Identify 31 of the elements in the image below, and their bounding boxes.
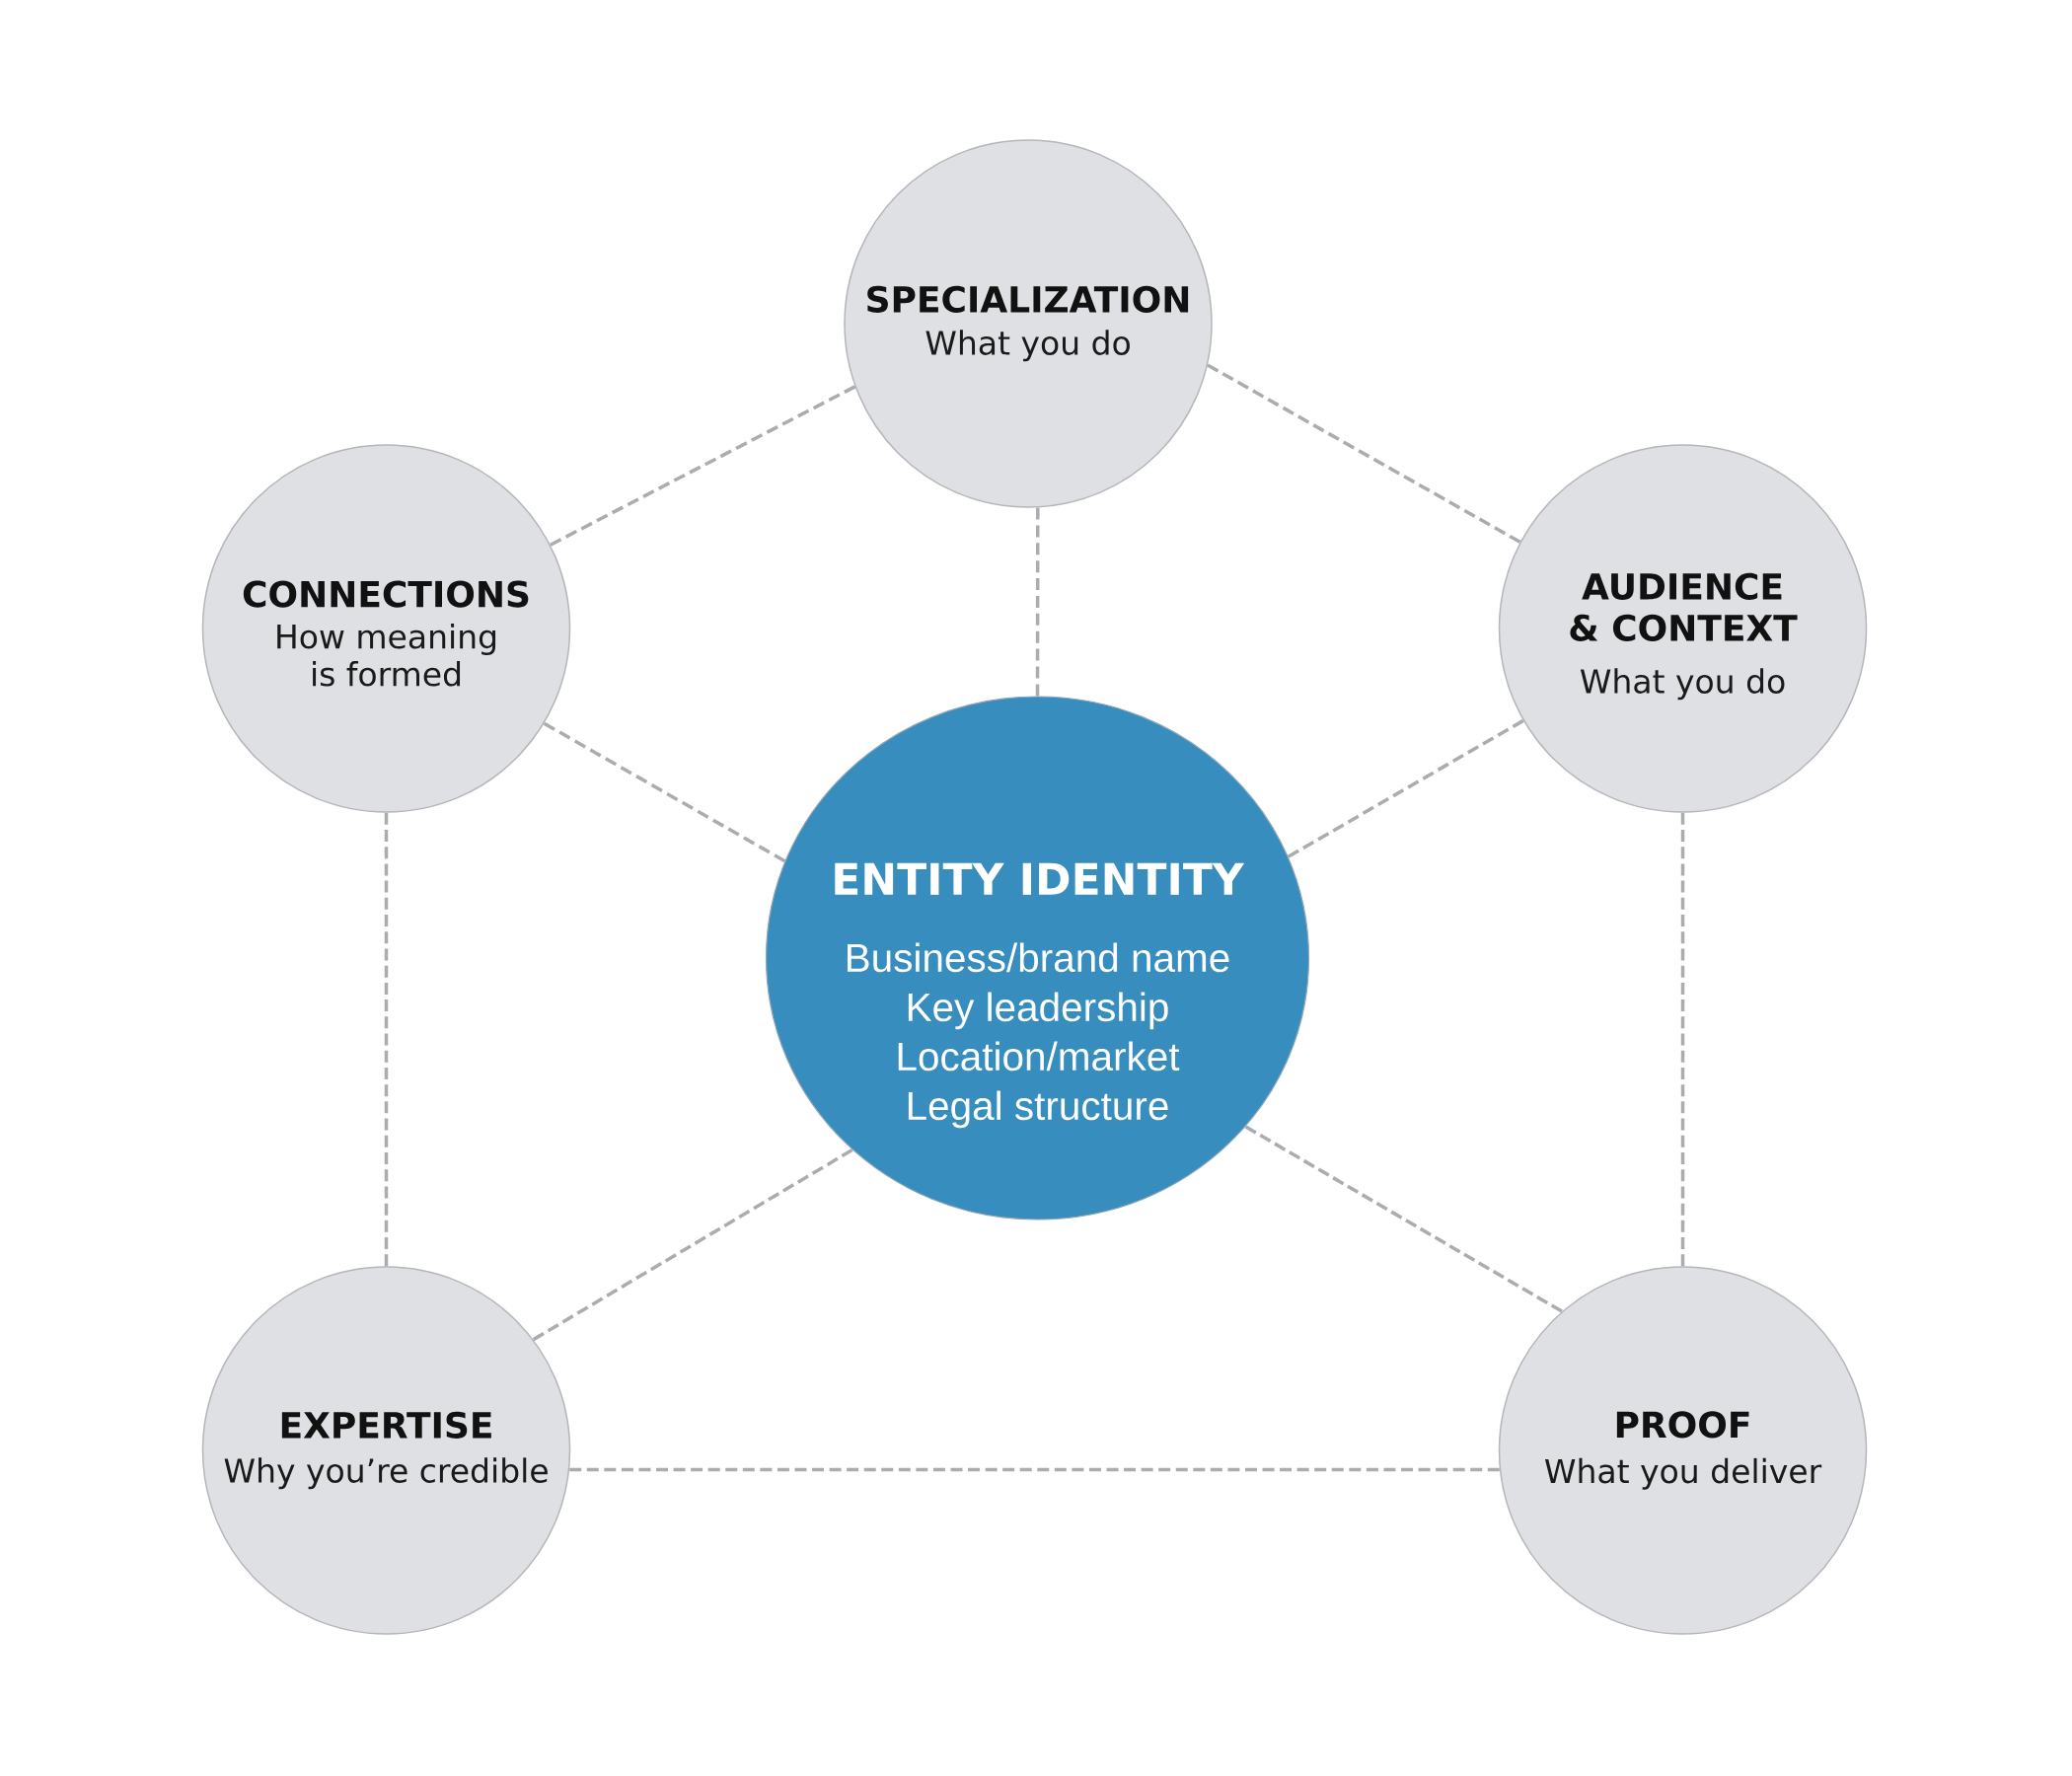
connector-line bbox=[543, 721, 786, 863]
central-circle bbox=[765, 696, 1310, 1221]
connector-line bbox=[1287, 718, 1524, 858]
list-item: Business/brand name bbox=[848, 942, 1229, 973]
circle-subtitle: Why you’re credible bbox=[224, 1457, 548, 1490]
connector-line bbox=[1680, 812, 1685, 1267]
circle-heading: ENTITY IDENTITY bbox=[835, 862, 1245, 895]
circle-subtitle: How meaning is formed bbox=[277, 624, 496, 687]
connector-line bbox=[1035, 507, 1040, 697]
topic-circle bbox=[1498, 444, 1868, 813]
connector-line bbox=[569, 1467, 1500, 1472]
circle-heading: AUDIENCE & CONTEXT bbox=[1570, 572, 1798, 641]
connector-line bbox=[384, 812, 389, 1267]
circle-heading: EXPERTISE bbox=[281, 1411, 491, 1439]
list-item: Key leadership bbox=[908, 992, 1168, 1030]
topic-circle bbox=[201, 1266, 571, 1635]
connector-line bbox=[1207, 363, 1521, 544]
connector-line bbox=[532, 1147, 853, 1342]
list-item: Location/market bbox=[898, 1041, 1180, 1072]
circle-subtitle: What you do bbox=[1580, 668, 1785, 701]
connector-line bbox=[1244, 1125, 1563, 1313]
circle-heading: PROOF bbox=[1616, 1411, 1749, 1439]
topic-circle bbox=[201, 444, 571, 813]
list-item: Legal structure bbox=[908, 1090, 1168, 1129]
topic-circle bbox=[1498, 1266, 1868, 1635]
topic-circle bbox=[844, 139, 1213, 508]
circle-subtitle: What you deliver bbox=[1544, 1457, 1822, 1490]
circle-heading: SPECIALIZATION bbox=[867, 285, 1189, 313]
connector-line bbox=[550, 385, 856, 547]
circle-subtitle: What you do bbox=[925, 330, 1130, 362]
circle-heading: CONNECTIONS bbox=[243, 580, 529, 608]
